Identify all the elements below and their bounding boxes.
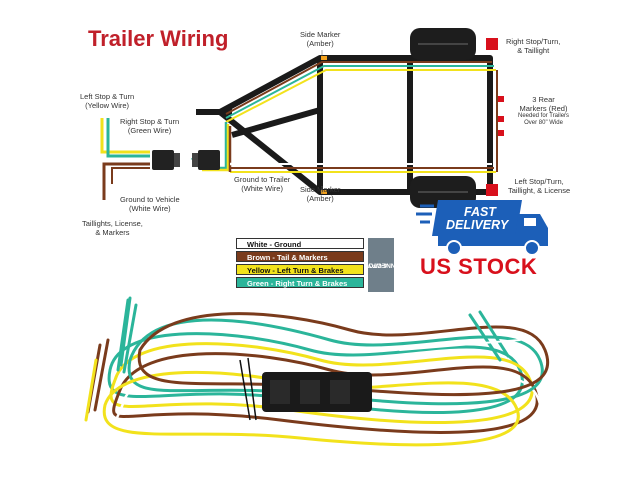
label-taillights-license: Taillights, License,& Markers	[82, 219, 143, 237]
label-ground-to-vehicle: Ground to Vehicle(White Wire)	[120, 195, 180, 213]
label-left-stop-turn-yellow: Left Stop & Turn(Yellow Wire)	[80, 92, 135, 110]
left-stop-turn-light	[486, 184, 498, 196]
side-marker-top	[321, 56, 327, 60]
page-title: Trailer Wiring	[88, 26, 229, 51]
truck-wheel-front	[524, 240, 540, 256]
label-side-marker-top: Side Marker(Amber)	[300, 30, 341, 48]
us-stock-text: US STOCK	[420, 254, 538, 279]
connector-plug-trailer	[192, 150, 220, 170]
rear-marker-1	[498, 96, 504, 102]
rear-marker-3	[498, 130, 504, 136]
right-stop-turn-light	[486, 38, 498, 50]
legend-row-yellow: Yellow - Left Turn & Brakes	[236, 264, 364, 275]
label-right-stop-turn-tail: Right Stop/Turn,& Taillight	[506, 37, 561, 55]
fast-delivery-text: FAST DELIVERY	[446, 205, 509, 232]
legend-row-white: White - Ground	[236, 238, 364, 249]
truck-wheel-rear	[446, 240, 462, 256]
trailer-frame	[196, 55, 493, 195]
label-right-stop-turn-green: Right Stop & Turn(Green Wire)	[120, 117, 180, 135]
frame-wires	[225, 61, 498, 173]
legend-row-green: Green - Right Turn & Brakes	[236, 277, 364, 288]
vehicle-wires	[100, 118, 150, 200]
rear-marker-2	[498, 116, 504, 122]
fast-delivery-badge	[416, 200, 548, 256]
label-left-stop-turn-tail: Left Stop/Turn,Taillight, & License	[508, 177, 571, 195]
tire-top	[410, 28, 476, 60]
legend-row-brown: Brown - Tail & Markers	[236, 251, 364, 262]
label-ground-to-trailer: Ground to Trailer(White Wire)	[234, 175, 291, 193]
wire-harness-coil	[84, 296, 549, 447]
side-marker-bottom	[321, 190, 327, 194]
wire-color-legend: White - Ground Brown - Tail & Markers Ye…	[236, 238, 364, 290]
four-way-connector-body	[239, 357, 372, 421]
connector-plug-vehicle	[152, 150, 180, 170]
label-side-marker-bottom: Side Marker(Amber)	[300, 185, 341, 203]
